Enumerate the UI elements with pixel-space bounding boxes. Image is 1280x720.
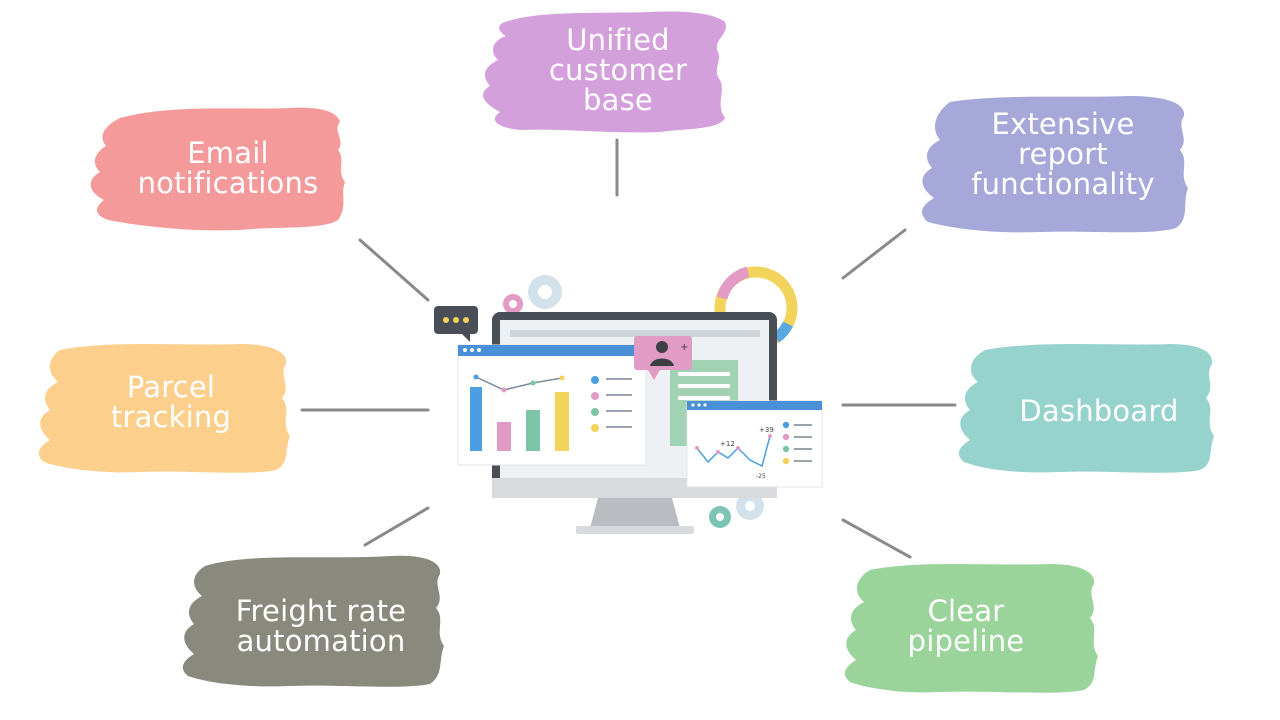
blob-unified: [483, 11, 726, 133]
feature-label-email: Email notifications: [114, 138, 342, 198]
blobs: [38, 11, 1214, 693]
chart-annotation-plus39: +39: [759, 426, 774, 434]
feature-line: automation: [236, 624, 406, 658]
connector-email: [358, 238, 430, 302]
feature-line: notifications: [137, 166, 319, 200]
svg-text:+: +: [680, 342, 688, 353]
feature-line: base: [583, 83, 653, 117]
blob-report: [921, 96, 1188, 233]
feature-line: Clear: [927, 594, 1005, 628]
feature-line: Extensive: [991, 107, 1135, 141]
feature-line: report: [1018, 137, 1108, 171]
chart-annotation-minus25: -25: [756, 473, 766, 480]
feature-label-parcel: Parcel tracking: [60, 372, 282, 432]
feature-line: Unified: [566, 23, 670, 57]
feature-label-report: Extensive report functionality: [950, 109, 1176, 199]
gear-icon: [503, 275, 764, 528]
feature-line: functionality: [971, 167, 1155, 201]
connector-freight: [363, 506, 430, 547]
feature-line: Dashboard: [1019, 394, 1179, 428]
blob-pipeline: [844, 564, 1098, 693]
feature-line: tracking: [110, 400, 232, 434]
line-chart-window: +12 +39 -25: [686, 400, 823, 488]
connector-pipeline: [841, 518, 912, 559]
feature-label-unified: Unified customer base: [508, 25, 728, 115]
bar-chart-icon: [470, 374, 569, 451]
connectors: [300, 138, 957, 559]
feature-line: Freight rate: [235, 594, 407, 628]
connector-report: [841, 228, 907, 280]
blob-email: [90, 107, 345, 231]
feature-line: customer: [548, 53, 688, 87]
blob-freight: [182, 555, 445, 687]
blob-parcel: [38, 344, 291, 473]
feature-line: Parcel: [126, 370, 216, 404]
feature-line: Email: [187, 136, 269, 170]
feature-label-pipeline: Clear pipeline: [860, 596, 1072, 656]
chart-annotation-plus12: +12: [720, 440, 735, 448]
center-graphic: + +12 +39 -25: [434, 266, 823, 534]
blob-dashboard: [958, 344, 1214, 473]
feature-line: pipeline: [907, 624, 1025, 658]
bar-chart-window: [457, 344, 647, 466]
user-profile-icon: +: [634, 336, 692, 380]
feature-label-dashboard: Dashboard: [986, 396, 1212, 426]
chat-bubble-icon: [434, 306, 478, 342]
feature-label-freight: Freight rate automation: [206, 596, 436, 656]
line-chart-icon: [695, 434, 772, 468]
